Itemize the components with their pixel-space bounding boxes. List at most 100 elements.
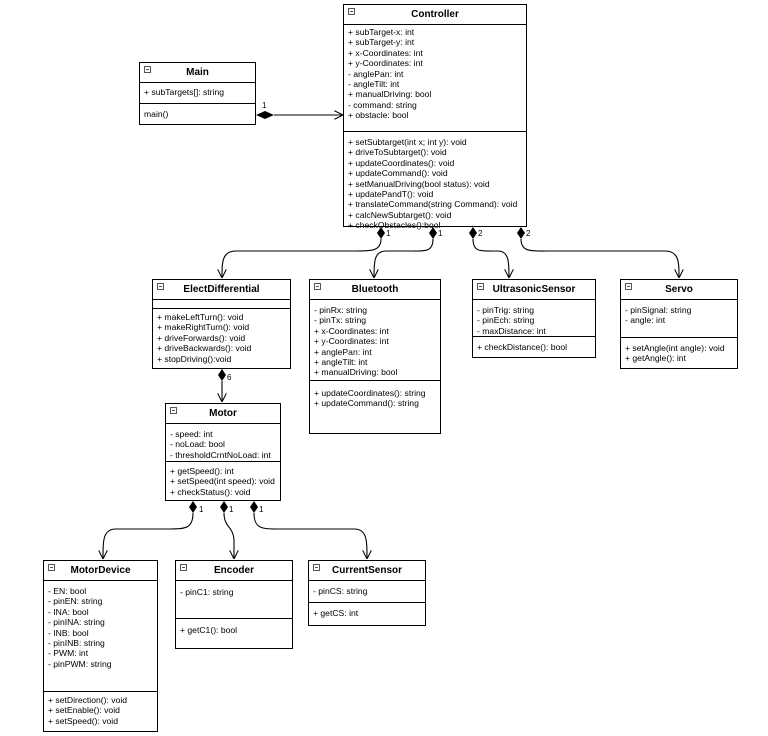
attribute: - pinTrig: string: [477, 305, 534, 315]
attribute: + angleTilt: int: [314, 357, 368, 368]
attribute: - angle: int: [625, 315, 666, 326]
class-name: Controller: [411, 9, 459, 20]
link-controller-servo: [517, 227, 679, 278]
collapse-icon[interactable]: [144, 66, 151, 73]
attribute: - command: string: [348, 99, 417, 110]
method: + setSubtarget(int x; int y): void: [348, 137, 467, 147]
link-controller-elect: [222, 227, 385, 278]
attributes-section: - speed: int - noLoad: bool - thresholdC…: [166, 424, 280, 462]
collapse-icon[interactable]: [180, 564, 187, 571]
method: + translateCommand(string Command): void: [348, 199, 518, 210]
attribute: - pinTx: string: [314, 315, 367, 326]
method: main(): [144, 109, 169, 119]
attribute: - pinRx: string: [314, 305, 368, 315]
class-header: MotorDevice: [44, 561, 157, 581]
multiplicity-controller-ultrasonic: 2: [478, 229, 483, 238]
attributes-section: + subTarget-x: int + subTarget-y: int + …: [344, 25, 526, 132]
method: + updateCoordinates(): void: [348, 157, 455, 168]
class-current-sensor[interactable]: CurrentSensor - pinCS: string + getCS: i…: [308, 560, 426, 626]
class-name: ElectDifferential: [183, 284, 260, 295]
class-header: Encoder: [176, 561, 292, 581]
attribute: + obstacle: bool: [348, 110, 409, 121]
attribute: + manualDriving: bool: [348, 89, 432, 100]
attributes-section: + subTargets[]: string: [140, 83, 255, 104]
method: + driveToSubtarget(): void: [348, 147, 447, 158]
method: + calcNewSubtarget(): void: [348, 209, 452, 220]
attribute: + subTarget-x: int: [348, 27, 415, 37]
class-main[interactable]: Main + subTargets[]: string main(): [139, 62, 256, 125]
class-header: Main: [140, 63, 255, 83]
methods-section: + setAngle(int angle): void + getAngle()…: [621, 338, 737, 369]
collapse-icon[interactable]: [157, 283, 164, 290]
class-controller[interactable]: Controller + subTarget-x: int + subTarge…: [343, 4, 527, 230]
method: + makeLeftTurn(): void: [157, 312, 244, 322]
attribute: + subTarget-y: int: [348, 37, 415, 48]
attribute: + y-Coordinates: int: [348, 58, 423, 69]
class-name: Main: [186, 67, 209, 78]
class-bluetooth[interactable]: Bluetooth - pinRx: string - pinTx: strin…: [309, 279, 441, 434]
class-name: Encoder: [213, 565, 254, 576]
method: + setManualDriving(bool status): void: [348, 178, 490, 189]
attribute: - pinPWM: string: [48, 658, 112, 669]
attribute: + x-Coordinates: int: [348, 47, 423, 58]
class-name: CurrentSensor: [331, 565, 402, 576]
class-name: Bluetooth: [351, 284, 399, 295]
attribute: - INA: bool: [48, 606, 89, 617]
attribute: - noLoad: bool: [170, 439, 225, 450]
collapse-icon[interactable]: [170, 407, 177, 414]
attribute: + subTargets[]: string: [144, 87, 225, 97]
class-elect-differential[interactable]: ElectDifferential + makeLeftTurn(): void…: [152, 279, 291, 369]
method: + setSpeed(): void: [48, 715, 118, 726]
class-name: Motor: [209, 408, 237, 419]
class-header: Motor: [166, 404, 280, 424]
attribute: + anglePan: int: [314, 346, 372, 357]
class-name: Servo: [665, 284, 693, 295]
class-motor-device[interactable]: MotorDevice - EN: bool - pinEN: string -…: [43, 560, 158, 732]
method: + setSpeed(int speed): void: [170, 476, 275, 487]
class-header: UltrasonicSensor: [473, 280, 595, 300]
attributes-section: - pinCS: string: [309, 581, 425, 603]
attribute: - pinSignal: string: [625, 305, 692, 315]
class-servo[interactable]: Servo - pinSignal: string - angle: int +…: [620, 279, 738, 369]
method: + setEnable(): void: [48, 705, 120, 716]
attribute: - pinEN: string: [48, 596, 103, 607]
link-motor-motordevice: [103, 501, 197, 559]
attributes-section: - pinC1: string: [176, 581, 292, 619]
attributes-section: - pinSignal: string - angle: int: [621, 300, 737, 338]
collapse-icon[interactable]: [313, 564, 320, 571]
methods-section: + updateCoordinates(): string + updateCo…: [310, 381, 440, 434]
class-motor[interactable]: Motor - speed: int - noLoad: bool - thre…: [165, 403, 281, 501]
class-name: UltrasonicSensor: [492, 284, 576, 295]
multiplicity-controller-servo: 2: [526, 229, 531, 238]
link-controller-ultrasonic: [469, 227, 509, 278]
collapse-icon[interactable]: [48, 564, 55, 571]
attribute: - pinCS: string: [313, 586, 368, 596]
method: + setDirection(): void: [48, 695, 128, 705]
collapse-icon[interactable]: [314, 283, 321, 290]
method: + setAngle(int angle): void: [625, 343, 725, 353]
attribute: + y-Coordinates: int: [314, 336, 389, 347]
class-ultrasonic-sensor[interactable]: UltrasonicSensor - pinTrig: string - pin…: [472, 279, 596, 358]
attribute: - pinEch: string: [477, 315, 535, 326]
link-motor-encoder: [220, 501, 234, 559]
multiplicity-controller-bluetooth: 1: [438, 229, 443, 238]
attribute: - pinC1: string: [180, 587, 234, 597]
multiplicity-motor-currentsensor: 1: [259, 505, 264, 514]
attribute: - maxDistance: int: [477, 325, 546, 336]
method: + makeRightTurn(): void: [157, 322, 250, 333]
multiplicity-controller-elect: 1: [386, 229, 391, 238]
class-header: Servo: [621, 280, 737, 300]
method: + driveBackwards(): void: [157, 343, 252, 354]
attribute: + x-Coordinates: int: [314, 325, 389, 336]
collapse-icon[interactable]: [477, 283, 484, 290]
class-encoder[interactable]: Encoder - pinC1: string + getC1(): bool: [175, 560, 293, 649]
method: + checkStatus(): void: [170, 486, 251, 497]
class-header: Bluetooth: [310, 280, 440, 300]
class-header: Controller: [344, 5, 526, 25]
methods-section: + setSubtarget(int x; int y): void + dri…: [344, 132, 526, 230]
method: + getAngle(): int: [625, 353, 686, 364]
collapse-icon[interactable]: [625, 283, 632, 290]
attribute: + manualDriving: bool: [314, 367, 398, 378]
methods-section: + getC1(): bool: [176, 619, 292, 649]
collapse-icon[interactable]: [348, 8, 355, 15]
